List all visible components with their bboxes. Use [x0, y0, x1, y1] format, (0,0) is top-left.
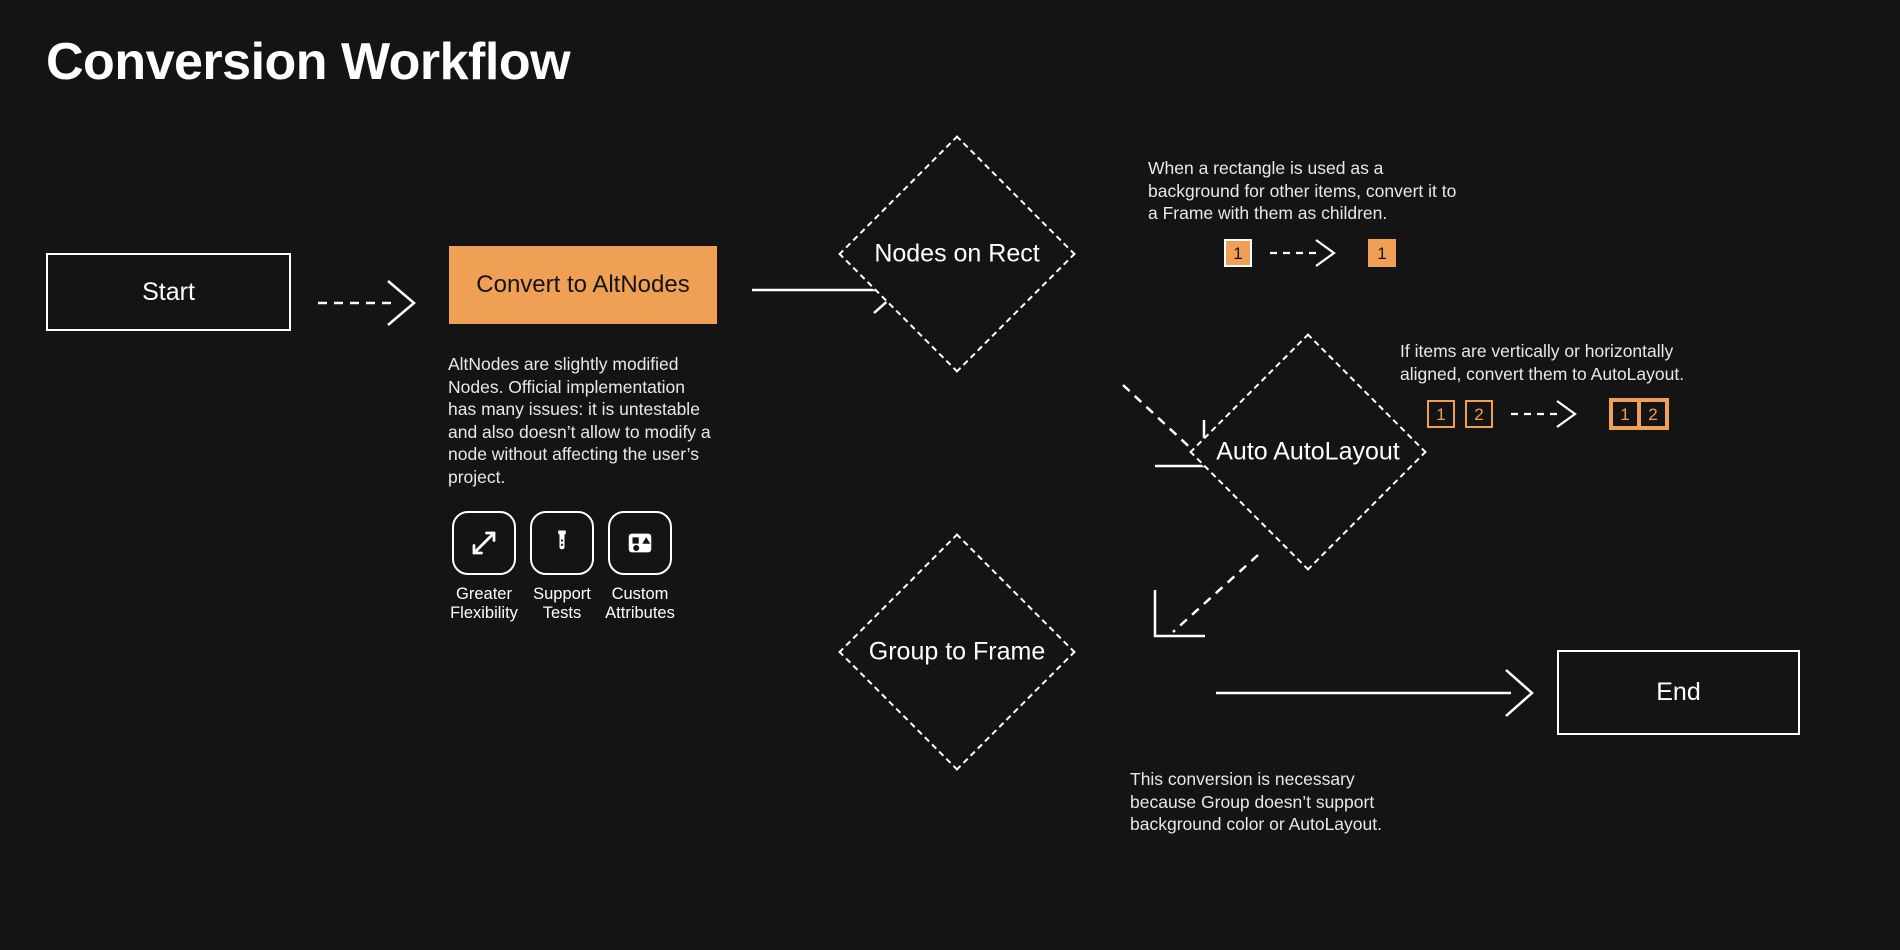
feature-label: Custom Attributes [605, 585, 675, 623]
feature-label: Support Tests [533, 585, 591, 623]
badge-after-1: 1 [1368, 239, 1396, 267]
annotation-nodes-on-rect: When a rectangle is used as a background… [1148, 158, 1457, 224]
node-nodes-on-rect-label: Nodes on Rect [874, 239, 1040, 268]
arrow-group-to-frame-to-end [1216, 668, 1546, 718]
node-group-to-frame[interactable]: Group to Frame [838, 533, 1076, 771]
node-convert-to-altnodes[interactable]: Convert to AltNodes [449, 246, 717, 324]
feature-support-tests[interactable]: Support Tests [530, 511, 594, 624]
feature-card [452, 511, 516, 575]
annotation-auto-autolayout: If items are vertically or horizontally … [1400, 341, 1685, 384]
node-end-label: End [1656, 678, 1701, 706]
node-auto-autolayout[interactable]: Auto AutoLayout [1189, 333, 1427, 571]
node-nodes-on-rect[interactable]: Nodes on Rect [838, 135, 1076, 373]
feature-greater-flexibility[interactable]: Greater Flexibility [450, 511, 518, 624]
shapes-frame-icon [625, 528, 655, 558]
node-auto-autolayout-label: Auto AutoLayout [1216, 437, 1400, 466]
test-tube-icon [547, 528, 577, 558]
badge-before-1: 1 [1224, 239, 1252, 267]
badge-before-2: 2 [1465, 400, 1493, 428]
arrow-auto-autolayout-to-group-to-frame [1133, 550, 1263, 660]
convert-description: AltNodes are slightly modified Nodes. Of… [448, 354, 711, 487]
node-start[interactable]: Start [46, 253, 291, 331]
badge-illustration-nodes-on-rect: 1 1 [1224, 238, 1396, 268]
annotation-group-to-frame: This conversion is necessary because Gro… [1130, 769, 1382, 835]
node-start-label: Start [142, 277, 195, 306]
badge-after-2: 2 [1639, 400, 1667, 428]
badge-illustration-auto-autolayout: 1 2 1 2 [1427, 398, 1669, 430]
node-end[interactable]: End [1557, 650, 1800, 735]
feature-label: Greater Flexibility [450, 585, 518, 623]
expand-arrows-icon [469, 528, 499, 558]
arrow-start-to-convert [318, 273, 428, 333]
badge-after-1: 1 [1611, 400, 1639, 428]
feature-card [608, 511, 672, 575]
feature-list: Greater Flexibility Support Tests [450, 511, 675, 624]
node-group-to-frame-label: Group to Frame [868, 637, 1046, 666]
page-title: Conversion Workflow [46, 33, 571, 91]
feature-custom-attributes[interactable]: Custom Attributes [605, 511, 675, 624]
badge-before-1: 1 [1427, 400, 1455, 428]
badge-group-autolayout: 1 2 [1609, 398, 1669, 430]
feature-card [530, 511, 594, 575]
node-convert-label: Convert to AltNodes [476, 271, 690, 298]
